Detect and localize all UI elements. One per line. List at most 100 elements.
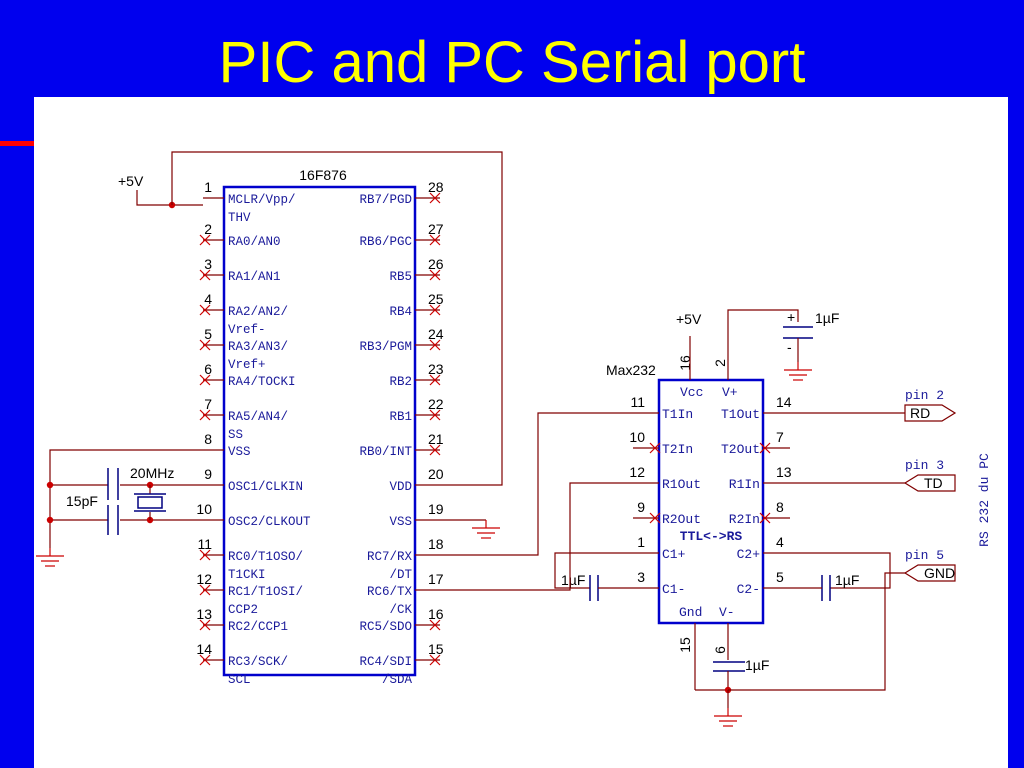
pic-pin-number: 2 (204, 221, 212, 237)
pic-pin-label: RC4/SDI (359, 655, 412, 669)
no-connect-stroke (199, 234, 211, 246)
no-connect-stroke (429, 304, 441, 316)
no-connect-mark (429, 339, 441, 351)
max232-top-label: V+ (722, 385, 738, 400)
cap-1uf-label: 1µF (561, 572, 585, 588)
no-connect-stroke (429, 654, 441, 666)
pic-pin-number: 1 (204, 179, 212, 195)
cap-1uf-label: 1µF (835, 572, 859, 588)
max232-pin-number: 8 (776, 499, 784, 515)
pic-pin-label: /DT (389, 568, 412, 582)
cap-1uf-label: 1µF (815, 310, 839, 326)
schematic-panel (34, 97, 1008, 768)
pic-pin-label: RA2/AN2/ (228, 305, 288, 319)
max232-pin-number: 16 (677, 355, 693, 371)
no-connect-mark (199, 339, 211, 351)
pic-pin-label: OSC1/CLKIN (228, 480, 303, 494)
no-connect-stroke (759, 442, 771, 454)
no-connect-mark (429, 409, 441, 421)
pic-pin-label: RC6/TX (367, 585, 413, 599)
max232-pin-number: 4 (776, 534, 784, 550)
no-connect-stroke (199, 549, 211, 561)
pic-pin-label: CCP2 (228, 603, 258, 617)
slide-title: PIC and PC Serial port (218, 30, 806, 95)
max232-pin-label: C2+ (737, 547, 761, 562)
max232-pin-number: 5 (776, 569, 784, 585)
vcc-label-pic: +5V (118, 173, 144, 189)
pic-pin-number: 25 (428, 291, 444, 307)
pic-pin-number: 13 (196, 606, 212, 622)
no-connect-mark (199, 549, 211, 561)
no-connect-mark (429, 374, 441, 386)
rs232-side-label: RS 232 du PC (977, 453, 992, 547)
no-connect-stroke (759, 512, 771, 524)
pic-pin-label: VSS (389, 515, 412, 529)
connector-signal: TD (924, 475, 943, 491)
ground-symbol (714, 708, 742, 727)
no-connect-mark (429, 234, 441, 246)
pic-pin-label: RB3/PGM (359, 340, 412, 354)
no-connect-mark (199, 584, 211, 596)
no-connect-stroke (199, 374, 211, 386)
no-connect-mark (649, 442, 661, 454)
pic-pin-label: RB0/INT (359, 445, 412, 459)
mclr-pullup-wire (136, 190, 203, 206)
pic-pin-label: RA1/AN1 (228, 270, 281, 284)
pic-pin-label: RA3/AN3/ (228, 340, 288, 354)
max232-bottom-label: V- (719, 605, 735, 620)
cap-15pf-label: 15pF (66, 493, 98, 509)
max232-pin-label: R1Out (662, 477, 701, 492)
ground-symbol (472, 520, 500, 539)
no-connect-stroke (429, 409, 441, 421)
pic-pin-label: RB7/PGD (359, 193, 412, 207)
pic-pin-number: 12 (196, 571, 212, 587)
pic-pin-label: RA5/AN4/ (228, 410, 288, 424)
no-connect-stroke (429, 234, 441, 246)
pic-pin-number: 3 (204, 256, 212, 272)
cap-1uf-label: 1µF (745, 657, 769, 673)
pic-pin-number: 28 (428, 179, 444, 195)
vss-ground-wire (49, 449, 203, 548)
ground-symbol (36, 548, 64, 567)
max232-pin-number: 14 (776, 394, 792, 410)
no-connect-mark (429, 304, 441, 316)
pic-pin-label: RC2/CCP1 (228, 620, 288, 634)
connector-pin-label: pin 2 (905, 388, 944, 403)
junction-dot (46, 516, 54, 524)
pic-pin-number: 24 (428, 326, 444, 342)
no-connect-stroke (199, 654, 211, 666)
pic-pin-label: RC0/T1OSO/ (228, 550, 303, 564)
pic-pin-label: RB2 (389, 375, 412, 389)
pic-pin-number: 9 (204, 466, 212, 482)
pic-pin-label: RB1 (389, 410, 412, 424)
no-connect-mark (199, 409, 211, 421)
pic-pin-number: 19 (428, 501, 444, 517)
cap-gnd-wire (695, 671, 729, 691)
c1-wire (554, 552, 633, 589)
connector-pin-label: pin 3 (905, 458, 944, 473)
pic-pin-label: RA0/AN0 (228, 235, 281, 249)
connector-pin-label: pin 5 (905, 548, 944, 563)
pic-pin-label: RC5/SDO (359, 620, 412, 634)
cap-minus-sign: - (787, 339, 792, 355)
pic-pin-number: 21 (428, 431, 444, 447)
pic-pin-number: 26 (428, 256, 444, 272)
pic-pin-label: RB5 (389, 270, 412, 284)
max232-bottom-label: Gnd (679, 605, 702, 620)
crystal-body (137, 496, 163, 509)
no-connect-stroke (429, 192, 441, 204)
pic-pin-number: 18 (428, 536, 444, 552)
pic-pin-number: 4 (204, 291, 212, 307)
pic-pin-label: RC1/T1OSI/ (228, 585, 303, 599)
no-connect-mark (429, 654, 441, 666)
max232-pin-number: 6 (712, 646, 728, 654)
pic-pin-label: OSC2/CLKOUT (228, 515, 311, 529)
no-connect-mark (649, 512, 661, 524)
connector-signal: GND (924, 565, 955, 581)
title-accent-bar (0, 141, 34, 146)
no-connect-stroke (199, 619, 211, 631)
pic-pin-label: RB6/PGC (359, 235, 412, 249)
pic-pin-number: 8 (204, 431, 212, 447)
no-connect-mark (429, 269, 441, 281)
